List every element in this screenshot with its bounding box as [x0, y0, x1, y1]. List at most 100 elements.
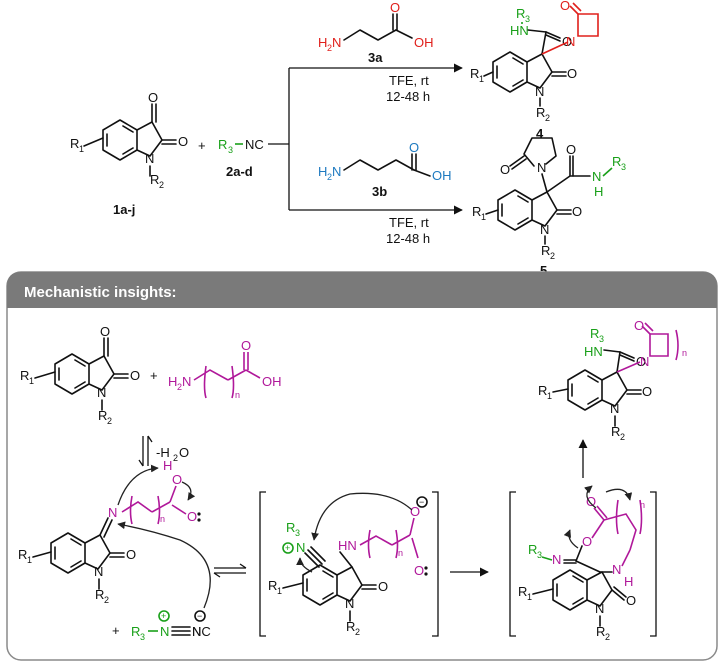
svg-text:N: N — [552, 552, 561, 567]
svg-text:O: O — [634, 318, 644, 333]
svg-text:R: R — [18, 547, 27, 562]
svg-text:3: 3 — [228, 145, 233, 155]
label-4: 4 — [536, 126, 544, 141]
svg-text:O: O — [126, 547, 136, 562]
svg-text:O: O — [241, 338, 251, 353]
svg-text:12-48 h: 12-48 h — [386, 89, 430, 104]
svg-text:R: R — [470, 66, 479, 81]
svg-text:HN: HN — [584, 344, 603, 359]
mechanism-panel: Mechanistic insights: — [6, 271, 718, 661]
svg-text:R: R — [131, 624, 140, 639]
svg-text:1: 1 — [547, 391, 552, 401]
svg-text:+: + — [285, 543, 290, 553]
svg-text:O: O — [500, 162, 510, 177]
svg-text:R: R — [95, 587, 104, 602]
svg-text:3: 3 — [525, 14, 530, 24]
svg-text:−: − — [419, 497, 424, 507]
svg-text:O: O — [187, 509, 197, 524]
svg-text:O: O — [100, 324, 110, 339]
svg-text:-H: -H — [156, 445, 170, 460]
svg-text:R: R — [346, 619, 355, 634]
svg-text:N: N — [182, 374, 191, 389]
svg-text:n: n — [640, 500, 645, 510]
svg-text:N: N — [192, 624, 201, 639]
plus-mech: + — [150, 368, 158, 383]
final-product: O N R 2 R 1 O HN R 3 N O n — [538, 318, 687, 442]
svg-text:O: O — [409, 140, 419, 155]
svg-text:HN: HN — [510, 23, 529, 38]
svg-text:2: 2 — [327, 172, 332, 182]
svg-text:1: 1 — [527, 592, 532, 602]
svg-text:1: 1 — [277, 586, 282, 596]
svg-text:N: N — [612, 562, 621, 577]
svg-text:2: 2 — [545, 113, 550, 123]
svg-text:n: n — [235, 390, 240, 400]
svg-text:TFE, rt: TFE, rt — [389, 215, 429, 230]
svg-text:O: O — [178, 134, 188, 149]
svg-text:H: H — [318, 164, 327, 179]
svg-text:N: N — [610, 401, 619, 416]
svg-text:O: O — [567, 66, 577, 81]
svg-text:3: 3 — [621, 162, 626, 172]
svg-text:2: 2 — [620, 432, 625, 442]
svg-text:H: H — [624, 574, 633, 589]
svg-text:R: R — [528, 542, 537, 557]
svg-text:H: H — [594, 184, 603, 199]
svg-text:n: n — [398, 548, 403, 558]
svg-text:O: O — [560, 0, 570, 13]
svg-text:OH: OH — [432, 168, 452, 183]
svg-text:R: R — [516, 6, 525, 21]
svg-text:OH: OH — [262, 374, 282, 389]
svg-text:1: 1 — [29, 376, 34, 386]
svg-text:2: 2 — [173, 453, 178, 463]
panel-title: Mechanistic insights: — [24, 284, 177, 301]
svg-text:O: O — [626, 593, 636, 608]
svg-text:N: N — [592, 169, 601, 184]
svg-text:R: R — [472, 204, 481, 219]
svg-text:+: + — [112, 623, 120, 638]
svg-text:N: N — [94, 564, 103, 579]
equilibrium-arrows — [213, 563, 247, 578]
cyclization-intermediate: O N R 2 R 1 R 3 N O O n N H — [509, 485, 657, 642]
svg-text:R: R — [611, 424, 620, 439]
svg-text:O: O — [642, 384, 652, 399]
svg-text:O: O — [172, 472, 182, 487]
svg-text:N: N — [97, 385, 106, 400]
svg-text:2: 2 — [107, 416, 112, 426]
svg-text:1: 1 — [79, 144, 84, 154]
isocyanide-reactant: R 3 NC 2a-d — [218, 137, 264, 179]
svg-text:OH: OH — [414, 35, 434, 50]
svg-text:3: 3 — [599, 334, 604, 344]
mech-isocyanide: + R 3 N + N NC − — [112, 610, 211, 642]
svg-text:NC: NC — [245, 137, 264, 152]
svg-text:N: N — [595, 601, 604, 616]
svg-text:R: R — [541, 243, 550, 258]
svg-text:3: 3 — [295, 528, 300, 538]
imine-intermediate: N n O H O O N R 2 R 1 — [18, 458, 211, 609]
plus-top: + — [198, 138, 206, 153]
svg-text:N: N — [296, 540, 305, 555]
svg-text:O: O — [582, 534, 592, 549]
svg-text:H: H — [318, 35, 327, 50]
nitrilium-intermediate: O N R 2 R 1 R 3 + N HN n O − O — [259, 491, 439, 637]
svg-text:n: n — [160, 514, 165, 524]
svg-text:+: + — [161, 611, 166, 621]
svg-text:N: N — [108, 505, 117, 520]
svg-text:R: R — [70, 136, 79, 151]
svg-text:R: R — [590, 326, 599, 341]
svg-text:n: n — [682, 348, 687, 358]
svg-text:O: O — [148, 90, 158, 105]
mech-amino-acid: H 2 N n O OH — [168, 338, 282, 400]
svg-text:12-48 h: 12-48 h — [386, 231, 430, 246]
svg-text:N: N — [537, 160, 546, 175]
svg-text:−: − — [197, 611, 202, 621]
conditions-top: TFE, rt 12-48 h — [386, 73, 430, 104]
svg-text:R: R — [612, 154, 621, 169]
svg-text:R: R — [518, 584, 527, 599]
svg-text:1: 1 — [481, 212, 486, 222]
label-3a: 3a — [368, 50, 383, 65]
isatin-reactant: O O N R 2 R 1 1a-j — [70, 90, 188, 217]
svg-text:R: R — [536, 105, 545, 120]
svg-text:TFE, rt: TFE, rt — [389, 73, 429, 88]
svg-text:2: 2 — [355, 627, 360, 637]
